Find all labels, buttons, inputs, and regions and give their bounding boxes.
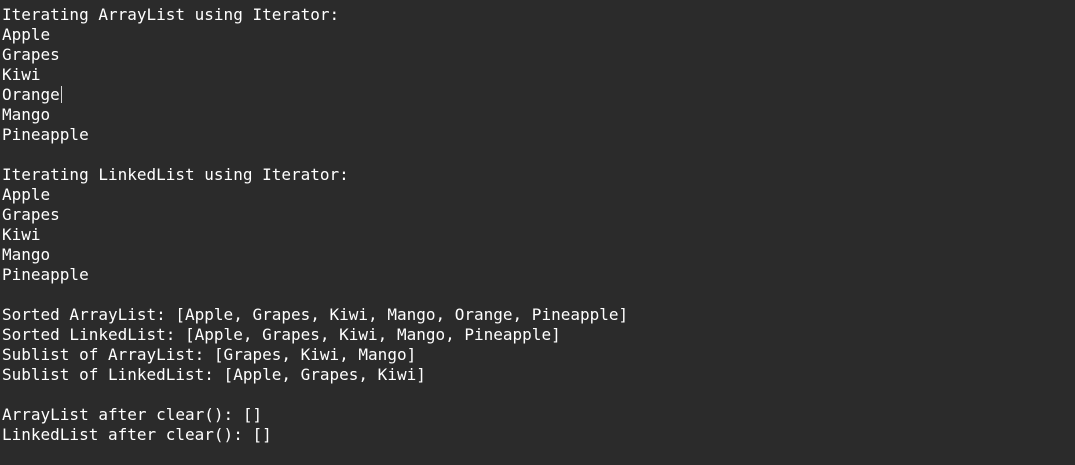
blank-line [2, 145, 1075, 165]
arraylist-item-orange: Orange [2, 85, 60, 104]
linkedlist-item-grapes: Grapes [2, 205, 60, 224]
arraylist-item-kiwi: Kiwi [2, 65, 41, 84]
arraylist-item-pineapple: Pineapple [2, 125, 89, 144]
linkedlist-item-pineapple: Pineapple [2, 265, 89, 284]
blank-line [2, 385, 1075, 405]
arraylist-item-mango: Mango [2, 105, 51, 124]
arraylist-item-grapes: Grapes [2, 45, 60, 64]
sublist-linkedlist-line: Sublist of LinkedList: [Apple, Grapes, K… [2, 365, 426, 384]
linkedlist-iterator-header: Iterating LinkedList using Iterator: [2, 165, 349, 184]
text-caret [60, 86, 62, 103]
sorted-linkedlist-line: Sorted LinkedList: [Apple, Grapes, Kiwi,… [2, 325, 561, 344]
sorted-arraylist-line: Sorted ArrayList: [Apple, Grapes, Kiwi, … [2, 305, 629, 324]
arraylist-iterator-header: Iterating ArrayList using Iterator: [2, 5, 340, 24]
linkedlist-item-kiwi: Kiwi [2, 225, 41, 244]
linkedlist-clear-line: LinkedList after clear(): [] [2, 425, 272, 444]
linkedlist-item-mango: Mango [2, 245, 51, 264]
linkedlist-item-apple: Apple [2, 185, 51, 204]
arraylist-item-orange-line: Orange [2, 85, 1075, 105]
arraylist-clear-line: ArrayList after clear(): [] [2, 405, 263, 424]
arraylist-item-apple: Apple [2, 25, 51, 44]
sublist-arraylist-line: Sublist of ArrayList: [Grapes, Kiwi, Man… [2, 345, 417, 364]
blank-line [2, 285, 1075, 305]
